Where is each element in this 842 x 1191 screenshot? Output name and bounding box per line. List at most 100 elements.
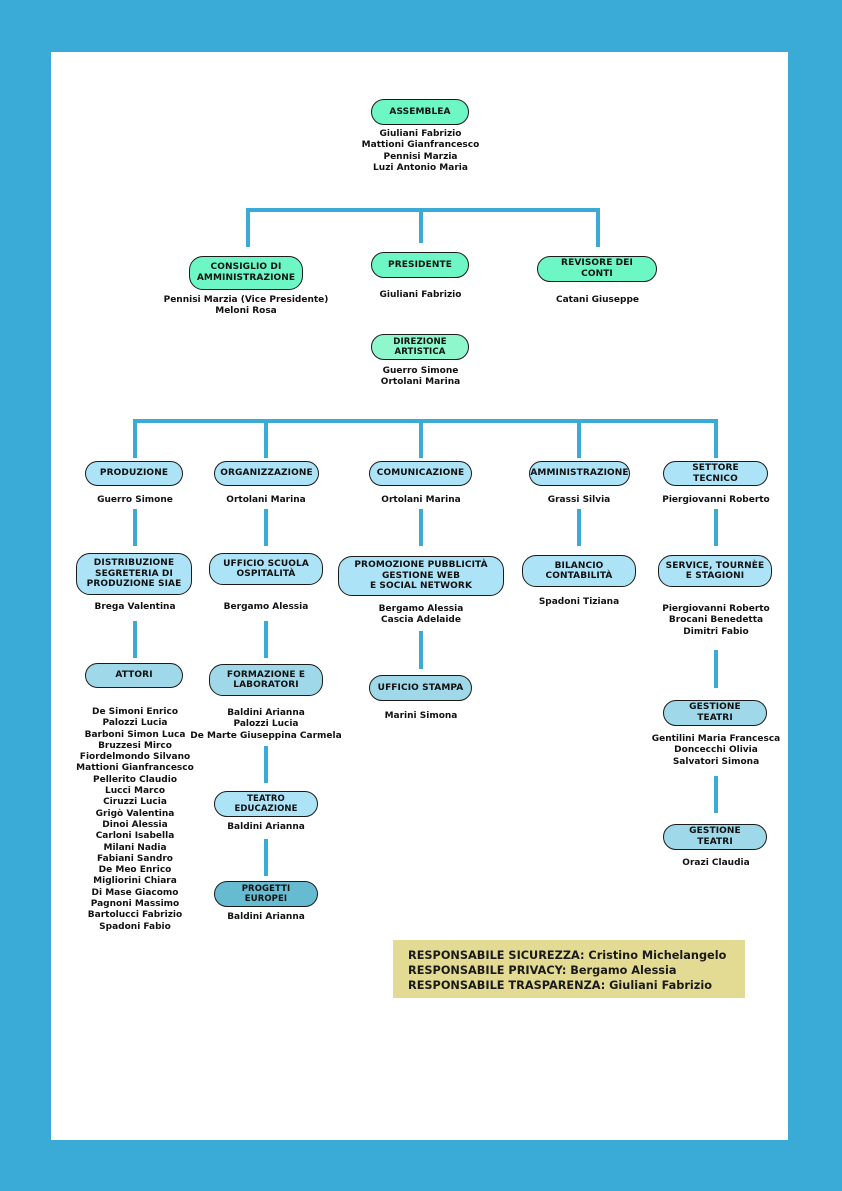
- revisore-node: REVISORE DEI CONTI: [537, 256, 657, 282]
- member-name: Ortolani Marina: [381, 495, 461, 505]
- member-name: Palozzi Lucia: [102, 718, 168, 729]
- member-name: Pagnoni Massimo: [90, 899, 180, 910]
- member-name: Baldini Arianna: [227, 912, 305, 922]
- revisore-members: Catani Giuseppe: [517, 295, 678, 306]
- member-name: Spadoni Tiziana: [538, 597, 620, 607]
- member-name: Di Mase Giacomo: [91, 887, 179, 898]
- gestione-teatri-2-members: Orazi Claudia: [636, 858, 796, 869]
- member-name: Grigò Valentina: [95, 808, 175, 819]
- consiglio-members: Pennisi Marzia (Vice Presidente) Meloni …: [160, 295, 332, 318]
- formazione-members: Baldini Arianna Palozzi Lucia De Marte G…: [186, 708, 346, 742]
- member-name: Fabiani Sandro: [97, 853, 173, 864]
- teatro-educazione-members: Baldini Arianna: [186, 822, 346, 833]
- area-comunicazione-head: Ortolani Marina: [341, 495, 501, 506]
- area-organizzazione-head: Ortolani Marina: [186, 495, 346, 506]
- member-name: Luzi Antonio Maria: [373, 162, 468, 173]
- attori-members: De Simoni Enrico Palozzi Lucia Barboni S…: [55, 707, 215, 933]
- member-name: Ciruzzi Lucia: [103, 797, 167, 808]
- member-name: Mattioni Gianfrancesco: [76, 763, 194, 774]
- member-name: Ortolani Marina: [226, 495, 306, 505]
- assemblea-members: Giuliani Fabrizio Mattioni Gianfrancesco…: [340, 129, 501, 174]
- member-name: Brega Valentina: [94, 602, 176, 612]
- member-name: Barboni Simon Luca: [84, 729, 186, 740]
- area-produzione-node: PRODUZIONE: [85, 461, 183, 486]
- member-name: Baldini Arianna: [227, 708, 305, 718]
- member-name: Grassi Silvia: [547, 495, 611, 505]
- responsabile-privacy: RESPONSABILE PRIVACY: Bergamo Alessia: [408, 963, 677, 977]
- ufficio-scuola-members: Bergamo Alessia: [186, 602, 346, 613]
- member-name: Fiordelmondo Silvano: [79, 752, 191, 763]
- member-name: De Simoni Enrico: [91, 707, 179, 717]
- member-name: Pellerito Claudio: [93, 774, 177, 785]
- service-members: Piergiovanni Roberto Brocani Benedetta D…: [636, 604, 796, 638]
- member-name: Mattioni Gianfrancesco: [361, 140, 480, 151]
- responsabile-trasparenza: RESPONSABILE TRASPARENZA: Giuliani Fabri…: [408, 978, 712, 992]
- area-produzione-head: Guerro Simone: [55, 495, 215, 506]
- member-name: Piergiovanni Roberto: [662, 495, 770, 505]
- gestione-teatri-2-node: GESTIONE TEATRI: [663, 824, 767, 850]
- member-name: Giuliani Fabrizio: [379, 290, 462, 300]
- gestione-teatri-members: Gentilini Maria Francesca Doncecchi Oliv…: [636, 734, 796, 768]
- bilancio-members: Spadoni Tiziana: [499, 597, 659, 608]
- teatro-educazione-node: TEATRO EDUCAZIONE: [214, 791, 318, 817]
- member-name: Spadoni Fabio: [99, 921, 171, 932]
- area-organizzazione-node: ORGANIZZAZIONE: [214, 461, 319, 486]
- presidente-node: PRESIDENTE: [371, 252, 469, 278]
- member-name: De Marte Giuseppina Carmela: [190, 730, 342, 741]
- area-amministrazione-head: Grassi Silvia: [499, 495, 659, 506]
- member-name: Pennisi Marzia (Vice Presidente): [163, 295, 329, 305]
- member-name: Giuliani Fabrizio: [379, 129, 462, 139]
- promozione-node: PROMOZIONE PUBBLICITÀ GESTIONE WEB E SOC…: [338, 556, 504, 596]
- member-name: Bergamo Alessia: [223, 602, 309, 612]
- area-settore-tecnico-node: SETTORE TECNICO: [663, 461, 768, 486]
- member-name: Catani Giuseppe: [555, 295, 639, 305]
- gestione-teatri-node: GESTIONE TEATRI: [663, 700, 767, 726]
- responsabile-sicurezza: RESPONSABILE SICUREZZA: Cristino Michela…: [408, 949, 727, 962]
- member-name: Gentilini Maria Francesca: [651, 734, 781, 744]
- member-name: Salvatori Simona: [672, 756, 760, 767]
- member-name: Cascia Adelaide: [381, 615, 461, 626]
- member-name: Guerro Simone: [97, 495, 173, 505]
- member-name: Meloni Rosa: [215, 306, 277, 317]
- area-settore-tecnico-head: Piergiovanni Roberto: [636, 495, 796, 506]
- direzione-node: DIREZIONE ARTISTICA: [371, 334, 469, 360]
- member-name: Ortolani Marina: [380, 377, 461, 388]
- area-amministrazione-node: AMMINISTRAZIONE: [529, 461, 630, 486]
- responsabili-box: RESPONSABILE SICUREZZA: Cristino Michela…: [393, 940, 745, 998]
- progetti-europei-members: Baldini Arianna: [186, 912, 346, 923]
- member-name: Bruzzesi Mirco: [98, 740, 172, 751]
- area-comunicazione-node: COMUNICAZIONE: [369, 461, 472, 486]
- member-name: Dimitri Fabio: [683, 626, 749, 637]
- service-node: SERVICE, TOURNÈE E STAGIONI: [658, 555, 772, 587]
- member-name: Baldini Arianna: [227, 822, 305, 832]
- member-name: Bartolucci Fabrizio: [87, 910, 183, 921]
- member-name: De Meo Enrico: [98, 865, 172, 876]
- member-name: Marini Simona: [384, 711, 458, 721]
- presidente-members: Giuliani Fabrizio: [340, 290, 501, 301]
- bilancio-node: BILANCIO CONTABILITÀ: [522, 555, 636, 587]
- member-name: Brocani Benedetta: [668, 615, 764, 626]
- progetti-europei-node: PROGETTI EUROPEI: [214, 881, 318, 907]
- ufficio-stampa-members: Marini Simona: [341, 711, 501, 722]
- formazione-node: FORMAZIONE E LABORATORI: [209, 664, 323, 696]
- ufficio-stampa-node: UFFICIO STAMPA: [369, 675, 472, 701]
- member-name: Lucci Marco: [104, 786, 166, 797]
- member-name: Guerro Simone: [382, 366, 459, 376]
- member-name: Migliorini Chiara: [93, 876, 177, 887]
- distribuzione-members: Brega Valentina: [55, 602, 215, 613]
- consiglio-node: CONSIGLIO DI AMMINISTRAZIONE: [189, 256, 303, 290]
- member-name: Doncecchi Olivia: [674, 745, 758, 756]
- attori-node: ATTORI: [85, 663, 183, 688]
- member-name: Pennisi Marzia: [383, 151, 458, 162]
- promozione-members: Bergamo Alessia Cascia Adelaide: [341, 604, 501, 627]
- ufficio-scuola-node: UFFICIO SCUOLA OSPITALITÀ: [209, 553, 323, 585]
- member-name: Carloni Isabella: [95, 831, 175, 842]
- member-name: Milani Nadia: [103, 842, 167, 853]
- member-name: Dinoi Alessia: [102, 819, 168, 830]
- direzione-members: Guerro Simone Ortolani Marina: [340, 366, 501, 389]
- member-name: Bergamo Alessia: [378, 604, 464, 614]
- member-name: Orazi Claudia: [682, 858, 750, 868]
- distribuzione-node: DISTRIBUZIONE SEGRETERIA DI PRODUZIONE S…: [76, 553, 192, 595]
- assemblea-node: ASSEMBLEA: [371, 99, 469, 125]
